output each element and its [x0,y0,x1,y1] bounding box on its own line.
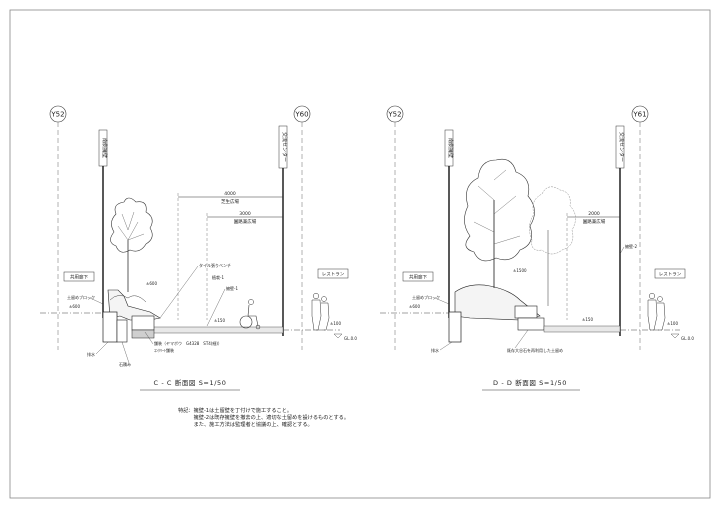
general-notes: 特記：擁壁-1は土留壁を丁付けで施工すること。 擁壁-2は既存擁壁を撤去の上、適… [178,408,478,429]
level-right-c: ±100 [330,321,341,326]
leader-drain-d [439,341,453,351]
grid-label-right-c: Y60 [294,111,308,119]
label-level-top-d: ±1500 [513,268,527,273]
tree-c [110,197,153,292]
leader-paving-c [144,331,154,345]
label-concrete-c: ｺﾝｸﾘｰﾄ舗装 [154,347,174,353]
leader-bench-c [159,265,199,319]
wall-label-left-c: 南側擁壁 [101,138,108,158]
leader-block-d [434,297,450,305]
label-level-bench-c: ±150 [214,318,225,323]
retaining-block-c [102,311,118,343]
label-drain-c: 排水 [87,351,95,357]
label-wall1-c: 擁壁-1 [226,285,238,291]
tile-bench-c [131,315,155,331]
stone-wall-c [116,319,128,343]
note-line: 特記：擁壁-1は土留壁を丁付けで施工すること。 [178,408,293,414]
room-label-right-c: レストラン [322,272,345,278]
paving-d [543,325,621,333]
room-box-left-c [63,271,95,282]
room-label-left-c: 共用廊下 [70,274,88,281]
dim-outer-value-c: 4000 [224,191,236,197]
room-box-right-d [654,268,686,279]
room-box-right-c [317,268,349,279]
grid-label-right-d: Y61 [632,111,646,119]
leader-block-c [89,297,104,305]
label-level-top-c: ±600 [146,281,157,286]
note-line: 擁壁-2は既存擁壁を撤去の上、適切な土留めを設けるものとする。 [178,415,350,421]
level-marker-right-c [333,333,343,339]
level-right-sub-d: GL.0.0 [681,336,694,341]
paving-c [149,326,284,334]
tree-large-d [464,158,535,288]
dim-outer-label-c: 芝生広場 [221,198,239,205]
label-level-left-c: ±600 [69,304,80,309]
wall-label-left-d: 南側擁壁 [447,138,454,158]
drawing-frame [9,9,711,499]
level-right-sub-c: GL.0.0 [344,336,357,341]
room-label-left-d: 共用廊下 [409,274,427,281]
section-title-d: D - D 断面図 S=1/50 [493,378,567,387]
dim-inner-value-c: 3000 [239,211,251,217]
standing-figure-d [647,292,666,331]
section-title-c: C - C 断面図 S=1/50 [154,378,227,387]
level-right-d: ±100 [667,321,678,326]
label-bench-c: タイル張りベンチ [199,262,231,268]
label-block-c: 土留めブロック [67,294,95,300]
label-stone-c: 石積み [119,361,131,367]
label-planting-c: 植栽-1 [212,274,224,280]
stone-retainer-d [514,305,538,319]
grid-label-left-d: Y52 [387,111,401,119]
dim-inner-label-c: 園路兼広場 [234,218,257,225]
label-reuse-d: 既存大谷石を再利用した土留め [507,347,563,353]
stone-retainer-base-d [517,317,545,331]
leader-wall1-c [206,288,226,327]
leader-reuse-d [514,329,529,349]
label-drain-d: 排水 [431,347,439,353]
label-level-left-d: ±600 [409,304,420,309]
wheelchair-figure-c [239,299,261,330]
leader-drain-c [95,341,109,355]
label-block-d: 土留めブロック [412,294,440,300]
wall-label-right-c: 交流センター [281,132,288,162]
leader-wall2-d [619,246,625,255]
dim-inner-value-d: 2000 [588,211,600,217]
label-wall2-d: 擁壁-2 [625,243,637,249]
standing-figure-c [311,292,330,331]
section-d: Y52 Y61 南側擁壁 交流センター 2000 園路兼広場 共用廊下 レストラ… [380,105,694,391]
tree-small-d [529,186,576,306]
label-level-path-d: ±150 [582,317,593,322]
retaining-block-d [448,311,462,343]
wall-label-right-d: 交流センター [618,132,625,162]
bench-base-c [131,329,155,339]
room-box-left-d [402,271,434,282]
room-label-right-d: レストラン [659,272,682,278]
section-c: Y52 Y60 南側擁壁 交流センター 4000 芝生広場 3000 園路兼広場… [40,105,357,391]
leader-stone-c [121,341,130,364]
note-line: また、施工方法は監理者と協議の上、確認とする。 [178,422,313,428]
grid-label-left-c: Y52 [50,111,64,119]
level-marker-right-d [670,333,680,339]
dim-inner-label-d: 園路兼広場 [583,218,606,225]
shrub-outline-c [109,295,147,303]
label-paving-c: 舗装（ヤマボウ G4328 ST4(細)） [154,340,222,346]
